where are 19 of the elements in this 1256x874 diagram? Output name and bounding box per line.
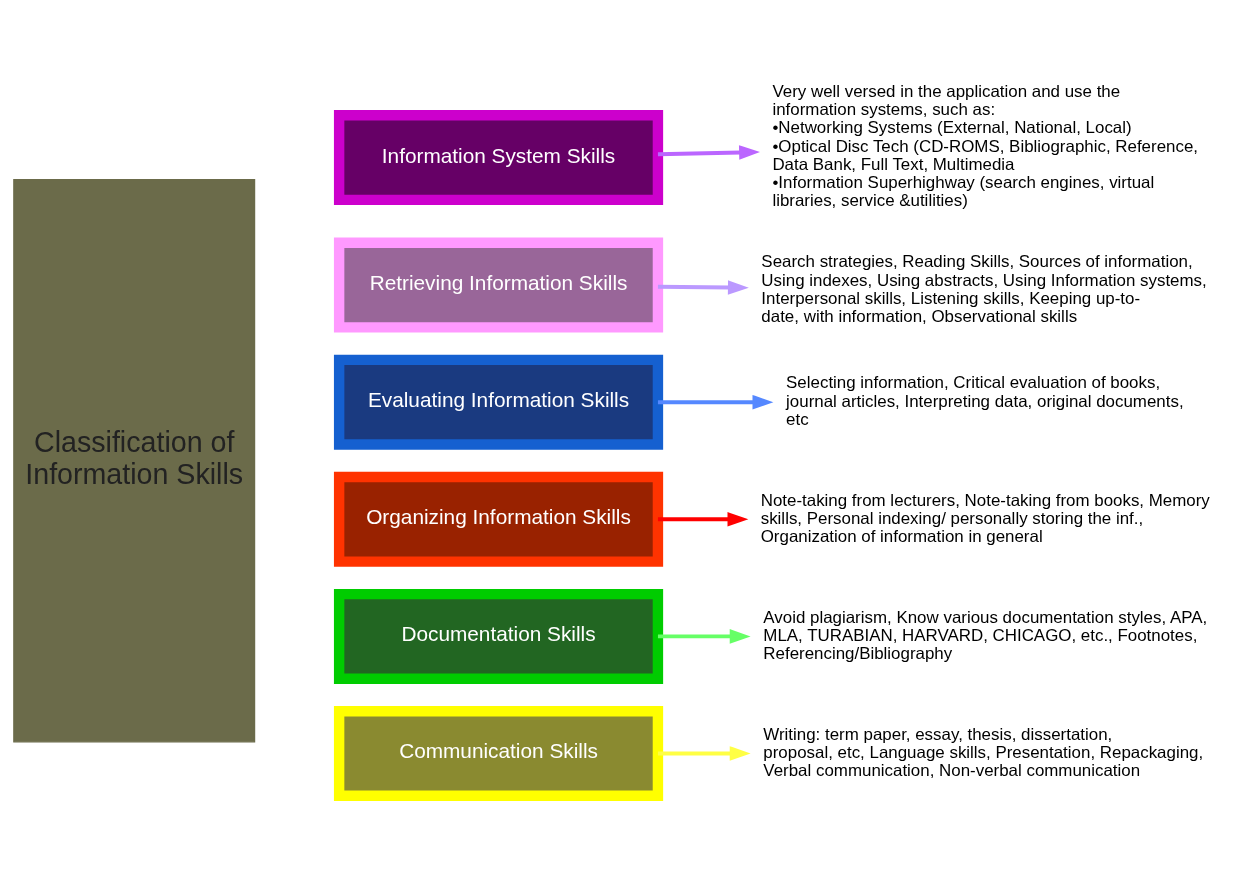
- node-box: Documentation Skills: [333, 588, 664, 684]
- arrow: [657, 746, 751, 761]
- arrow: [657, 629, 751, 644]
- node-text: Selecting information, Critical evaluation of books, journal articles, Interpreting data, original documents, etc: [786, 373, 1184, 429]
- node-box: Organizing Information Skills: [333, 471, 664, 567]
- arrow: [657, 280, 749, 295]
- node-box: Communication Skills: [333, 706, 664, 801]
- node-box: Retrieving Information Skills: [333, 237, 664, 333]
- node-box: Classification of Information Skills: [13, 179, 256, 743]
- node-text: Very well versed in the application and use the information systems, such as: •Networking Systems (External, National, Local) •Optical Disc Tech (CD-ROMS, Bibliographic, Reference, Data Bank, Full Text, Multimedia •Information Superhighway (search engines, virtual libraries, service &utilities): [772, 81, 1199, 211]
- arrow: [657, 145, 760, 160]
- node-box: Evaluating Information Skills: [333, 354, 664, 450]
- arrow: [657, 394, 774, 410]
- node-text: Writing: term paper, essay, thesis, dissertation, proposal, etc, Language skills, Presentation, Repackaging, Verbal communication, Non-verbal communication: [763, 724, 1204, 781]
- node-text: Avoid plagiarism, Know various documentation styles, APA, MLA, TURABIAN, HARVARD, CHICAGO, etc., Footnotes, Referencing/Bibliography: [763, 607, 1208, 664]
- node-text: Note-taking from lecturers, Note-taking from books, Memory skills, Personal indexing/ personally storing the inf., Organization of information in general: [760, 490, 1210, 546]
- arrow: [657, 512, 749, 527]
- node-box: Information System Skills: [333, 110, 664, 206]
- node-text: Search strategies, Reading Skills, Sources of information, Using indexes, Using abstracts, Using Information systems, Interpersonal skills, Listening skills, Keeping up-to-date, with information, Observational skills: [761, 252, 1207, 327]
